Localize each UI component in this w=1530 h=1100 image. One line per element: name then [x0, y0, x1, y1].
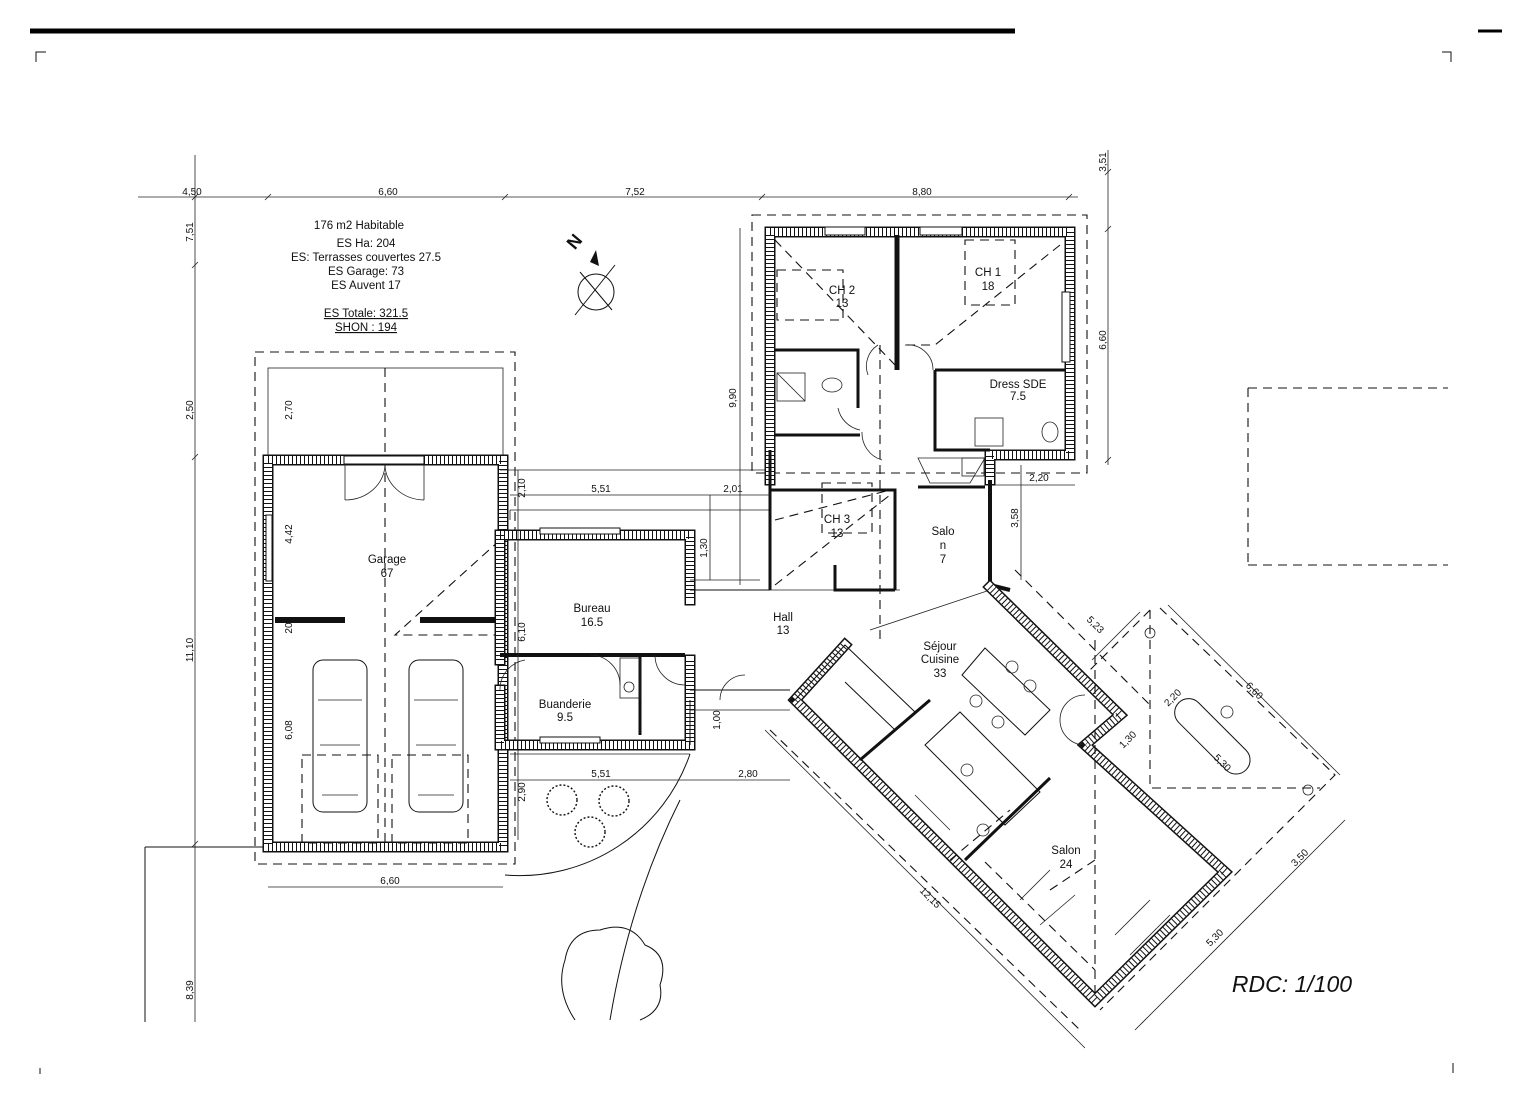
room-garage-area: 67	[381, 568, 394, 580]
room-ch3-name: CH 3	[824, 514, 850, 526]
room-ch1-area: 18	[982, 281, 995, 293]
room-labels: CH 2 13 CH 1 18 Dress SDE 7.5 CH 3 13 Sa…	[368, 267, 1081, 871]
room-salon-small-area: 7	[940, 554, 946, 566]
room-sejour-name: Séjour	[923, 641, 956, 653]
dim-label: 2,20	[1029, 473, 1049, 484]
dimension-lines	[138, 150, 1448, 1022]
room-ch3-area: 13	[831, 528, 844, 540]
dim-label: 8,39	[185, 980, 196, 1000]
north-arrow-icon: N	[563, 230, 616, 316]
dim-label: 2,10	[517, 478, 528, 498]
dim-label: 7,52	[625, 187, 645, 198]
dim-label: 7,51	[185, 222, 196, 242]
dim-label: 6,08	[284, 720, 295, 740]
tree-icon	[561, 926, 664, 1021]
room-ch2-name: CH 2	[829, 285, 855, 297]
room-hall-name: Hall	[773, 612, 793, 624]
dim-label: 2,20	[1162, 687, 1184, 709]
dining-table-icon	[961, 647, 1051, 736]
summary-total: ES Totale: 321.5	[324, 308, 408, 320]
room-salon-small-name: n	[940, 540, 946, 552]
dim-label: 1,30	[699, 538, 710, 558]
dim-label: 5,30	[1204, 927, 1226, 949]
dim-label: 1,00	[712, 710, 723, 730]
dim-label: 6,60	[1098, 330, 1109, 350]
dim-label: 3,58	[1010, 508, 1021, 528]
dim-label: 3,50	[1289, 847, 1311, 869]
dim-label: 20	[284, 622, 295, 634]
room-salon-area: 24	[1060, 859, 1073, 871]
summary-line: ES Garage: 73	[328, 266, 404, 278]
summary-shon: SHON : 194	[335, 322, 398, 334]
living-wing	[769, 569, 1336, 1031]
dim-label: 12,15	[917, 885, 943, 911]
summary-line: ES: Terrasses couvertes 27.5	[291, 252, 441, 264]
room-salon-small-name: Salo	[931, 526, 954, 538]
dim-label: 11,10	[185, 637, 196, 662]
page-border-marks	[30, 28, 1502, 1074]
scale-label: RDC: 1/100	[1232, 971, 1352, 997]
dim-label: 5,30	[1211, 752, 1233, 774]
dim-label: 6,60	[1243, 680, 1265, 702]
room-bureau-name: Bureau	[573, 603, 610, 615]
terrace-table-icon	[1144, 627, 1314, 796]
dimension-labels: 4,50 6,60 7,52 8,80 3,51 7,51 2,50 11,10…	[182, 152, 1346, 1049]
dim-label: 3,51	[1098, 152, 1109, 172]
dim-label: 6,10	[517, 622, 528, 642]
car-icon	[312, 659, 368, 813]
dim-label: 5,23	[1084, 614, 1106, 636]
dim-label: 2,01	[723, 484, 743, 495]
dim-label: 2,90	[517, 782, 528, 802]
dim-label: 2,80	[738, 769, 758, 780]
bedroom-wing	[751, 214, 1088, 640]
room-ch1-name: CH 1	[975, 267, 1001, 279]
room-dress-area: 7.5	[1010, 391, 1026, 403]
dim-label: 9,90	[728, 388, 739, 408]
dim-label: 8,80	[912, 187, 932, 198]
room-sejour-area: 33	[934, 668, 947, 680]
dim-label: 1,30	[1117, 729, 1139, 751]
room-garage-name: Garage	[368, 554, 406, 566]
room-dress-name: Dress SDE	[990, 379, 1047, 391]
car-icon	[408, 659, 464, 813]
room-buanderie-area: 9.5	[557, 712, 573, 724]
dim-label: 4,50	[182, 187, 202, 198]
dim-label: 2,70	[284, 400, 295, 420]
garage-block	[254, 351, 516, 865]
room-salon-name: Salon	[1051, 845, 1080, 857]
north-label: N	[563, 230, 587, 253]
summary-title: 176 m2 Habitable	[314, 220, 404, 232]
room-sejour-name: Cuisine	[921, 654, 959, 666]
room-ch2-area: 13	[836, 298, 849, 310]
room-hall-area: 13	[777, 625, 790, 637]
dim-label: 4,42	[284, 524, 295, 544]
dim-label: 6,60	[380, 876, 400, 887]
dim-label: 6,60	[378, 187, 398, 198]
summary-line: ES Ha: 204	[337, 238, 396, 250]
summary-line: ES Auvent 17	[331, 280, 401, 292]
dim-label: 5,51	[591, 769, 611, 780]
room-buanderie-name: Buanderie	[539, 699, 591, 711]
bureau-block	[494, 469, 770, 1021]
dim-label: 5,51	[591, 484, 611, 495]
shrub-icon	[546, 784, 630, 848]
room-bureau-area: 16.5	[581, 617, 603, 629]
area-summary: 176 m2 Habitable ES Ha: 204 ES: Terrasse…	[291, 220, 441, 334]
dim-label: 2,50	[185, 400, 196, 420]
